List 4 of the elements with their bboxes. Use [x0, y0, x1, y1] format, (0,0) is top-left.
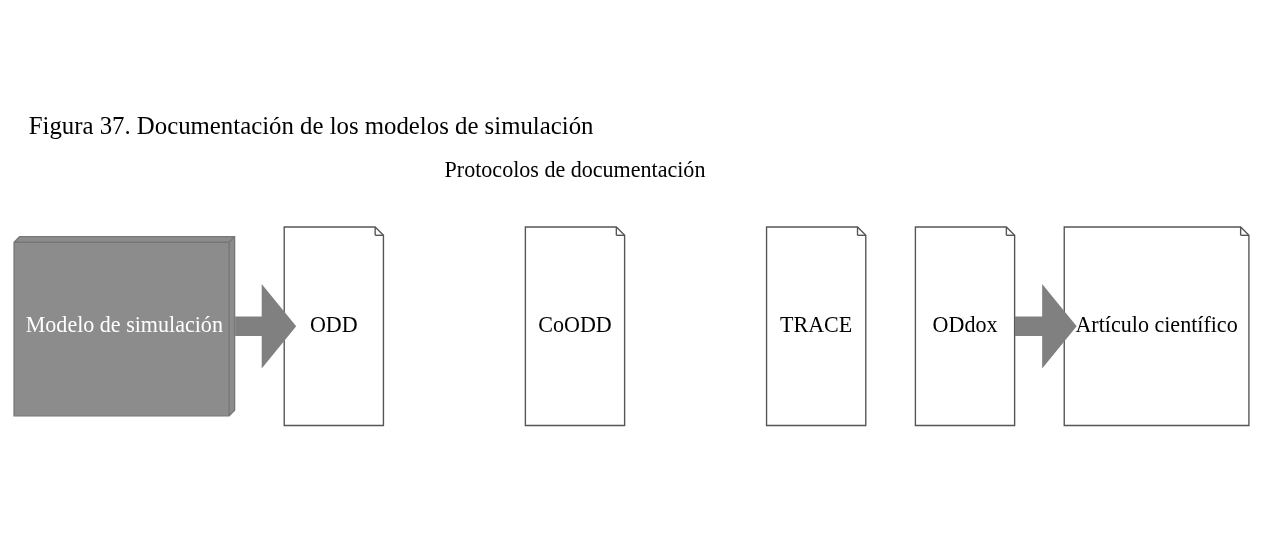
label: Protocolos de documentación	[444, 157, 706, 183]
arrow	[1015, 283, 1077, 369]
diagram-title: Figura 37. Documentación de los modelos de simulación	[28, 111, 594, 139]
arrow	[235, 283, 297, 369]
